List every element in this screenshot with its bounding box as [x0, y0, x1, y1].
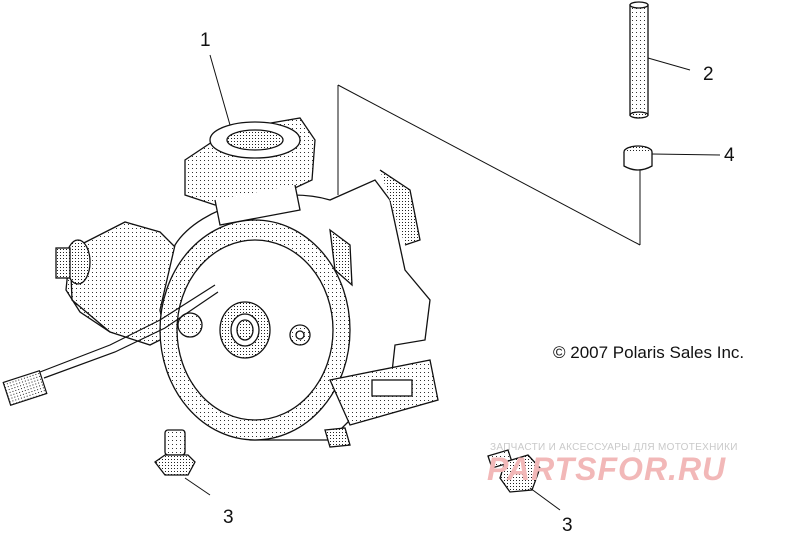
tube-part: [629, 1, 649, 119]
callout-part-2: 2: [703, 64, 714, 85]
connector-plug: [2, 369, 48, 407]
bolt-left: [154, 429, 196, 476]
watermark-logo: PARTSFOR.RU: [487, 451, 727, 487]
callout-part-4: 4: [724, 145, 735, 166]
bolt-right: [487, 449, 541, 493]
copyright-notice: © 2007 Polaris Sales Inc.: [553, 343, 745, 362]
callout-part-3-right: 3: [562, 515, 573, 536]
leader-lines: [184, 54, 721, 511]
clamp-part: [623, 145, 653, 171]
explode-line: [337, 84, 641, 246]
watermark-tagline: ЗАПЧАСТИ И АКСЕССУАРЫ ДЛЯ МОТОТЕХНИКИ: [490, 442, 738, 453]
callout-part-3-left: 3: [223, 507, 234, 528]
gearcase-assembly: [55, 117, 439, 448]
callout-part-1: 1: [200, 30, 211, 51]
wire-harness: [2, 284, 219, 407]
